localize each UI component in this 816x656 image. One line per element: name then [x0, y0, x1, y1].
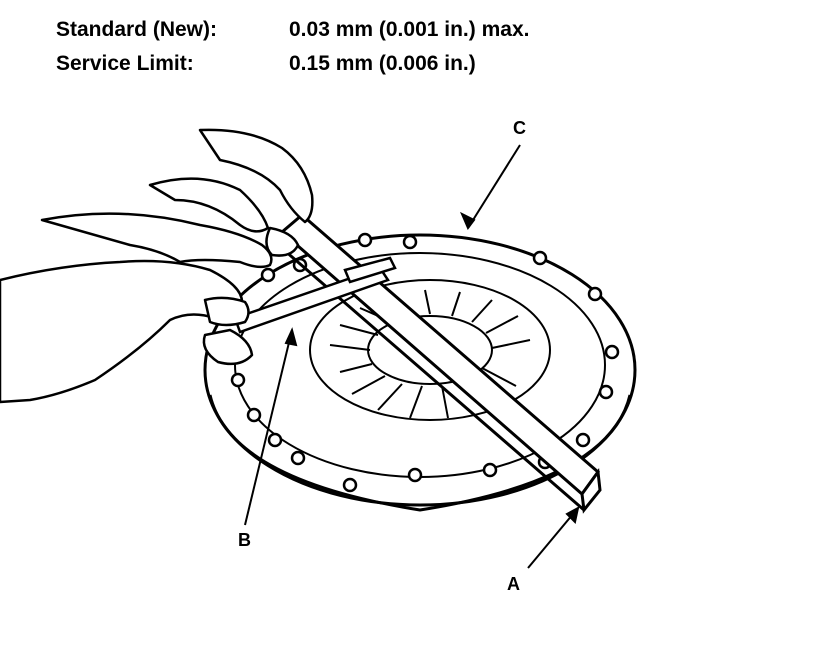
hands	[0, 128, 314, 404]
leader-lines	[244, 144, 580, 569]
feeler-gauge	[233, 256, 397, 334]
mounting-holes	[230, 232, 620, 493]
leader-line-c	[467, 144, 521, 229]
standard-value: 0.03 mm (0.001 in.) max.	[289, 18, 530, 41]
standard-label: Standard (New):	[56, 18, 218, 41]
callout-label-b: B	[238, 530, 251, 550]
arrowhead-a	[565, 506, 580, 525]
service-limit-value: 0.15 mm (0.006 in.)	[289, 52, 476, 75]
arrowhead-b	[284, 327, 298, 347]
leader-line-b	[244, 329, 293, 526]
service-limit-label: Service Limit:	[56, 52, 194, 75]
callout-label-a: A	[507, 574, 520, 594]
arrowhead-c	[460, 211, 476, 230]
callout-label-c: C	[513, 118, 526, 138]
